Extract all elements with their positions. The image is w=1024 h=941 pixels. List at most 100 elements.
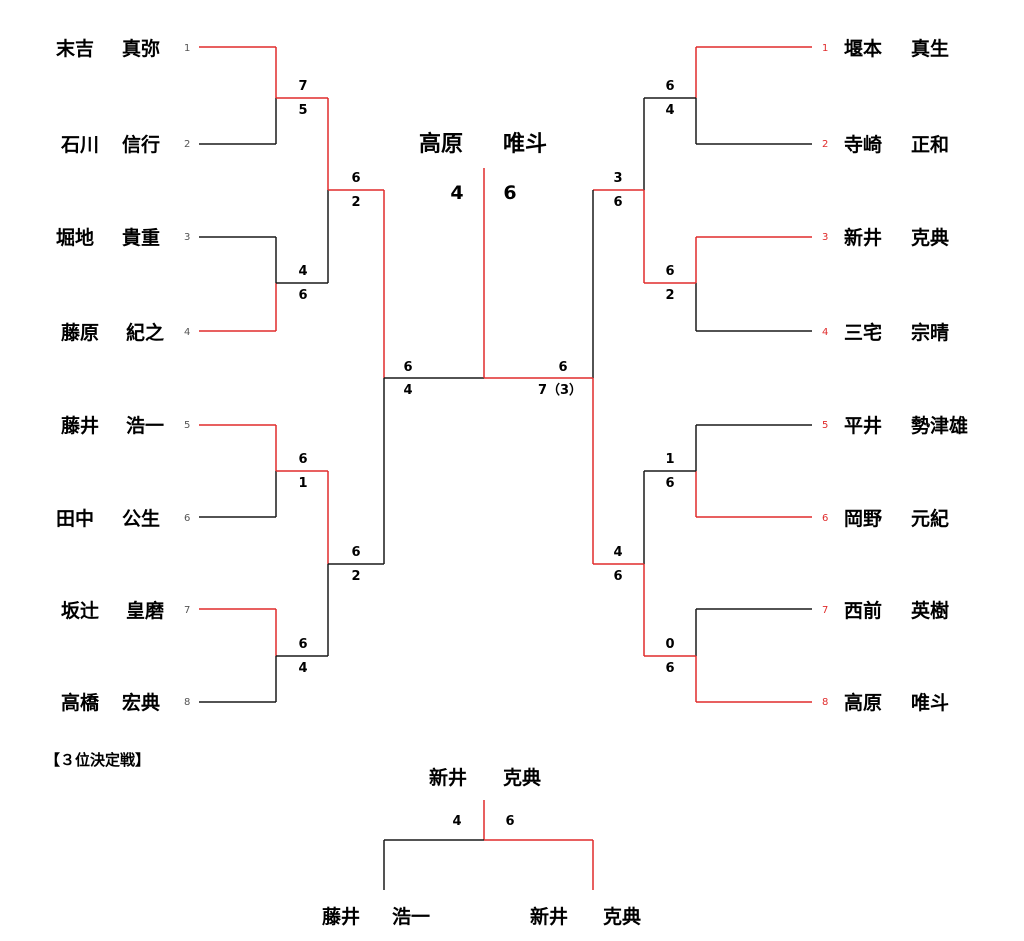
score: 5 bbox=[298, 103, 307, 118]
third-score-right: 6 bbox=[505, 814, 514, 829]
third-right-surname: 新井 bbox=[530, 905, 568, 928]
score: 2 bbox=[351, 195, 360, 210]
score: 1 bbox=[298, 476, 307, 491]
third-left-given: 浩一 bbox=[392, 906, 430, 928]
score: 0 bbox=[665, 637, 674, 652]
player-surname: 岡野 bbox=[844, 508, 882, 530]
score: 6 bbox=[298, 452, 307, 467]
left-player-7: 坂辻 皇磨 7 bbox=[61, 599, 190, 622]
player-surname: 高橋 bbox=[61, 691, 100, 714]
champion-surname: 高原 bbox=[419, 131, 463, 157]
score: 6 bbox=[665, 476, 674, 491]
player-seed: 5 bbox=[822, 420, 828, 431]
player-surname: 藤原 bbox=[61, 321, 99, 344]
third-score-left: 4 bbox=[452, 814, 461, 829]
score: 6 bbox=[351, 171, 360, 186]
right-player-6: 6 岡野 元紀 bbox=[822, 507, 949, 530]
score: 6 bbox=[298, 637, 307, 652]
final-score-left: 4 bbox=[450, 182, 463, 204]
score: 6 bbox=[558, 360, 567, 375]
right-bracket-lines bbox=[484, 46, 812, 703]
player-given: 勢津雄 bbox=[911, 414, 968, 437]
player-seed: 1 bbox=[184, 43, 190, 54]
score: 4 bbox=[665, 103, 674, 118]
player-given: 宗晴 bbox=[911, 321, 949, 344]
final-score-right: 6 bbox=[503, 182, 516, 204]
score: 2 bbox=[665, 288, 674, 303]
player-given: 宏典 bbox=[122, 691, 160, 714]
score: 1 bbox=[665, 452, 674, 467]
player-surname: 平井 bbox=[844, 415, 882, 437]
score: 6 bbox=[665, 661, 674, 676]
left-bracket-lines bbox=[199, 46, 484, 703]
left-player-2: 石川 信行 2 bbox=[60, 133, 190, 156]
third-winner-given: 克典 bbox=[503, 766, 541, 789]
score-tiebreak: 7（3） bbox=[538, 382, 582, 398]
right-player-3: 3 新井 克典 bbox=[822, 226, 949, 249]
player-surname: 高原 bbox=[844, 691, 882, 714]
player-given: 英樹 bbox=[911, 599, 949, 622]
player-surname: 坂辻 bbox=[61, 599, 99, 622]
player-given: 正和 bbox=[911, 133, 949, 156]
player-surname: 石川 bbox=[60, 134, 99, 156]
score: 4 bbox=[403, 383, 412, 398]
player-given: 元紀 bbox=[911, 507, 949, 530]
third-left-surname: 藤井 bbox=[322, 905, 360, 928]
score: 6 bbox=[351, 545, 360, 560]
score: 4 bbox=[298, 661, 307, 676]
player-seed: 4 bbox=[184, 327, 190, 338]
score: 6 bbox=[665, 264, 674, 279]
player-seed: 3 bbox=[822, 232, 828, 243]
player-given: 皇磨 bbox=[126, 599, 164, 622]
right-player-2: 2 寺崎 正和 bbox=[822, 133, 949, 156]
player-given: 真生 bbox=[911, 37, 949, 60]
player-seed: 6 bbox=[184, 513, 190, 524]
right-player-7: 7 西前 英樹 bbox=[822, 599, 949, 622]
player-given: 浩一 bbox=[126, 415, 164, 437]
champion-given: 唯斗 bbox=[503, 132, 547, 157]
player-surname: 堰本 bbox=[844, 37, 882, 60]
right-player-4: 4 三宅 宗晴 bbox=[822, 321, 949, 344]
player-surname: 三宅 bbox=[844, 321, 882, 344]
player-given: 唯斗 bbox=[911, 691, 949, 714]
player-seed: 2 bbox=[184, 139, 190, 150]
player-surname: 寺崎 bbox=[844, 133, 882, 156]
left-player-6: 田中 公生 6 bbox=[56, 507, 190, 530]
score: 6 bbox=[665, 79, 674, 94]
player-surname: 西前 bbox=[844, 599, 882, 622]
player-given: 信行 bbox=[122, 133, 160, 156]
score: 6 bbox=[613, 569, 622, 584]
score: 6 bbox=[403, 360, 412, 375]
left-player-1: 末吉 真弥 1 bbox=[56, 37, 190, 60]
player-surname: 田中 bbox=[56, 507, 94, 530]
third-winner-surname: 新井 bbox=[429, 766, 467, 789]
player-seed: 5 bbox=[184, 420, 190, 431]
player-surname: 堀地 bbox=[56, 226, 94, 249]
third-place-label: 【３位決定戦】 bbox=[45, 751, 150, 769]
left-player-5: 藤井 浩一 5 bbox=[61, 414, 190, 437]
player-given: 紀之 bbox=[126, 321, 164, 344]
third-right-given: 克典 bbox=[603, 905, 641, 928]
player-seed: 7 bbox=[822, 605, 828, 616]
player-seed: 1 bbox=[822, 43, 828, 54]
champion: 高原 唯斗 4 6 bbox=[419, 131, 547, 204]
right-player-5: 5 平井 勢津雄 bbox=[822, 414, 968, 437]
left-player-3: 堀地 貴重 3 bbox=[56, 226, 190, 249]
left-player-8: 高橋 宏典 8 bbox=[61, 691, 190, 714]
third-place-match: 【３位決定戦】 新井 克典 4 6 藤井 浩一 新井 克典 bbox=[45, 751, 641, 928]
right-scores: 6 4 6 2 1 6 0 6 3 6 4 6 6 7（3） bbox=[538, 79, 675, 676]
left-player-4: 藤原 紀之 4 bbox=[61, 321, 190, 344]
right-player-1: 1 堰本 真生 bbox=[822, 37, 949, 60]
score: 2 bbox=[351, 569, 360, 584]
score: 6 bbox=[298, 288, 307, 303]
score: 6 bbox=[613, 195, 622, 210]
player-given: 貴重 bbox=[122, 226, 160, 249]
player-surname: 末吉 bbox=[56, 37, 94, 60]
player-seed: 4 bbox=[822, 327, 828, 338]
score: 4 bbox=[613, 545, 622, 560]
player-given: 克典 bbox=[911, 226, 949, 249]
player-seed: 8 bbox=[822, 697, 828, 708]
player-given: 公生 bbox=[122, 507, 160, 530]
player-surname: 藤井 bbox=[61, 414, 99, 437]
